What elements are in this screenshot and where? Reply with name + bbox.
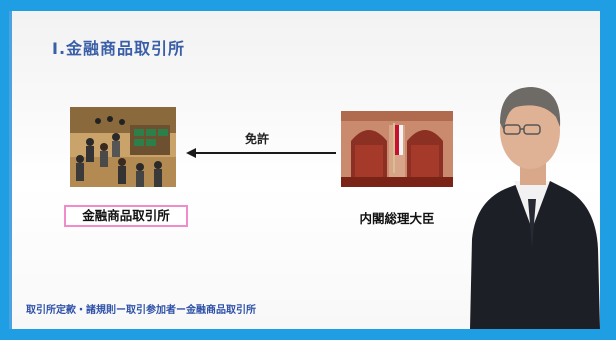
cabinet-office-image	[341, 111, 453, 187]
exchange-label-highlighted: 金融商品取引所	[64, 205, 188, 227]
arrow-left-icon	[186, 148, 336, 158]
presenter-image	[470, 87, 600, 329]
slide-panel: I.金融商品取引所 免許	[9, 11, 600, 329]
prime-minister-label: 内閣総理大臣	[359, 211, 435, 226]
slide-title: I.金融商品取引所	[52, 39, 186, 58]
exchange-floor-image	[70, 107, 176, 187]
footer-text: 取引所定款・諸規則ー取引参加者ー金融商品取引所	[26, 305, 256, 316]
license-label: 免許	[244, 132, 269, 146]
